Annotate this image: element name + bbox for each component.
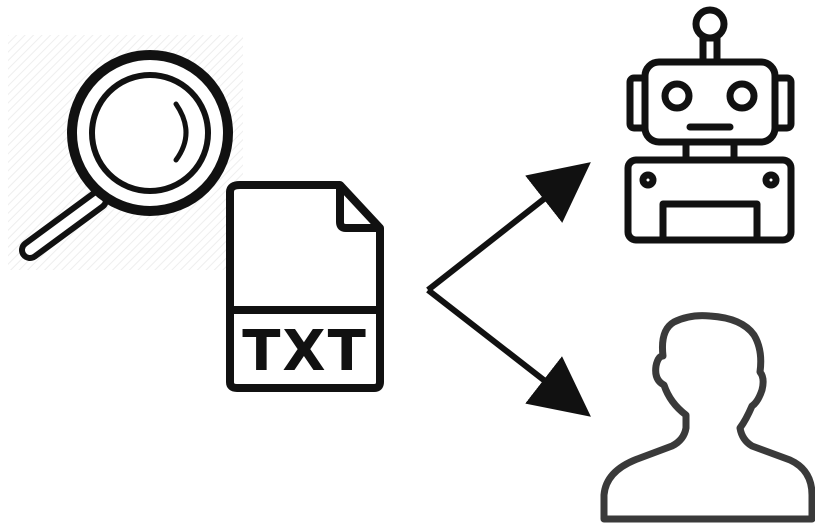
file-type-label: TXT xyxy=(242,319,368,384)
magnifying-glass-icon xyxy=(8,35,243,270)
arrow-to-person xyxy=(426,287,591,417)
arrow-to-robot xyxy=(426,162,591,293)
magnifier-glare xyxy=(173,101,189,163)
person-outline xyxy=(600,312,815,523)
robot-body-panel xyxy=(659,200,761,244)
robot-antenna-ball xyxy=(692,6,728,42)
file-body xyxy=(226,181,384,392)
robot-icon xyxy=(624,6,795,244)
robot-left-bolt xyxy=(639,171,657,189)
person-silhouette-icon xyxy=(600,312,815,523)
robot-right-bolt xyxy=(762,171,780,189)
robot-right-eye xyxy=(726,80,758,112)
branching-arrows-icon xyxy=(426,162,591,417)
txt-file-icon: TXT xyxy=(226,181,384,392)
robot-left-eye xyxy=(661,80,693,112)
file-corner-fold xyxy=(336,185,380,232)
